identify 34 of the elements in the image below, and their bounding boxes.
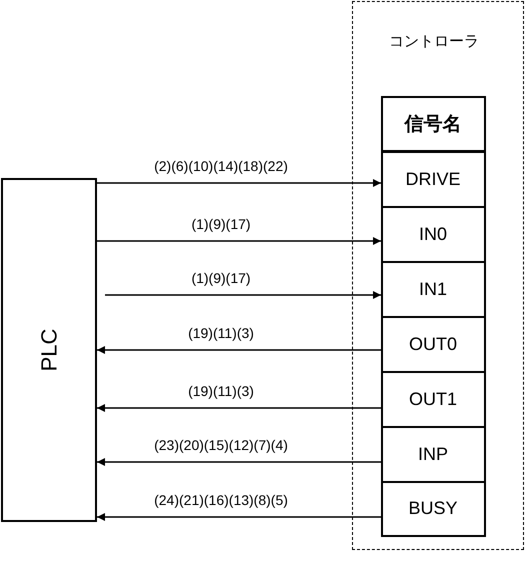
edge-label: (23)(20)(15)(12)(7)(4) (154, 437, 288, 453)
signal-name: BUSY (408, 498, 458, 519)
signal-cell (380, 482, 486, 536)
signal-name: IN0 (418, 224, 447, 244)
signal-arrow (97, 458, 381, 466)
signal-cell (380, 316, 486, 372)
controller-boundary (352, 1, 524, 550)
signal-arrow (97, 404, 381, 412)
signal-name: DRIVE (405, 168, 460, 190)
edge-label: (1)(9)(17) (191, 216, 251, 232)
signal-cell (380, 206, 486, 262)
edge-label: (2)(6)(10)(14)(18)(22) (154, 158, 288, 174)
signal-arrow (97, 237, 381, 245)
signal-name: IN1 (418, 278, 447, 300)
edge-label: (19)(11)(3) (188, 383, 254, 399)
edge-label: (1)(9)(17) (191, 270, 251, 286)
signal-arrow (97, 513, 381, 521)
header-cell (380, 96, 486, 152)
edge-label: (19)(11)(3) (188, 325, 254, 341)
plc-label: PLC (36, 328, 62, 372)
signal-cell (380, 372, 486, 426)
signal-name: OUT1 (408, 388, 457, 410)
column-header: 信号名 (404, 112, 462, 136)
signal-name: INP (418, 444, 448, 464)
edge-label: (24)(21)(16)(13)(8)(5) (154, 492, 288, 508)
plc-box (1, 178, 97, 522)
signal-arrow (105, 291, 381, 299)
signal-cell (380, 262, 486, 316)
signal-arrow (97, 346, 381, 354)
signal-cell (380, 426, 486, 482)
controller-title: コントローラ (389, 32, 479, 51)
signal-arrow (97, 179, 381, 187)
signal-name: OUT0 (408, 334, 457, 354)
signal-cell (380, 152, 486, 206)
